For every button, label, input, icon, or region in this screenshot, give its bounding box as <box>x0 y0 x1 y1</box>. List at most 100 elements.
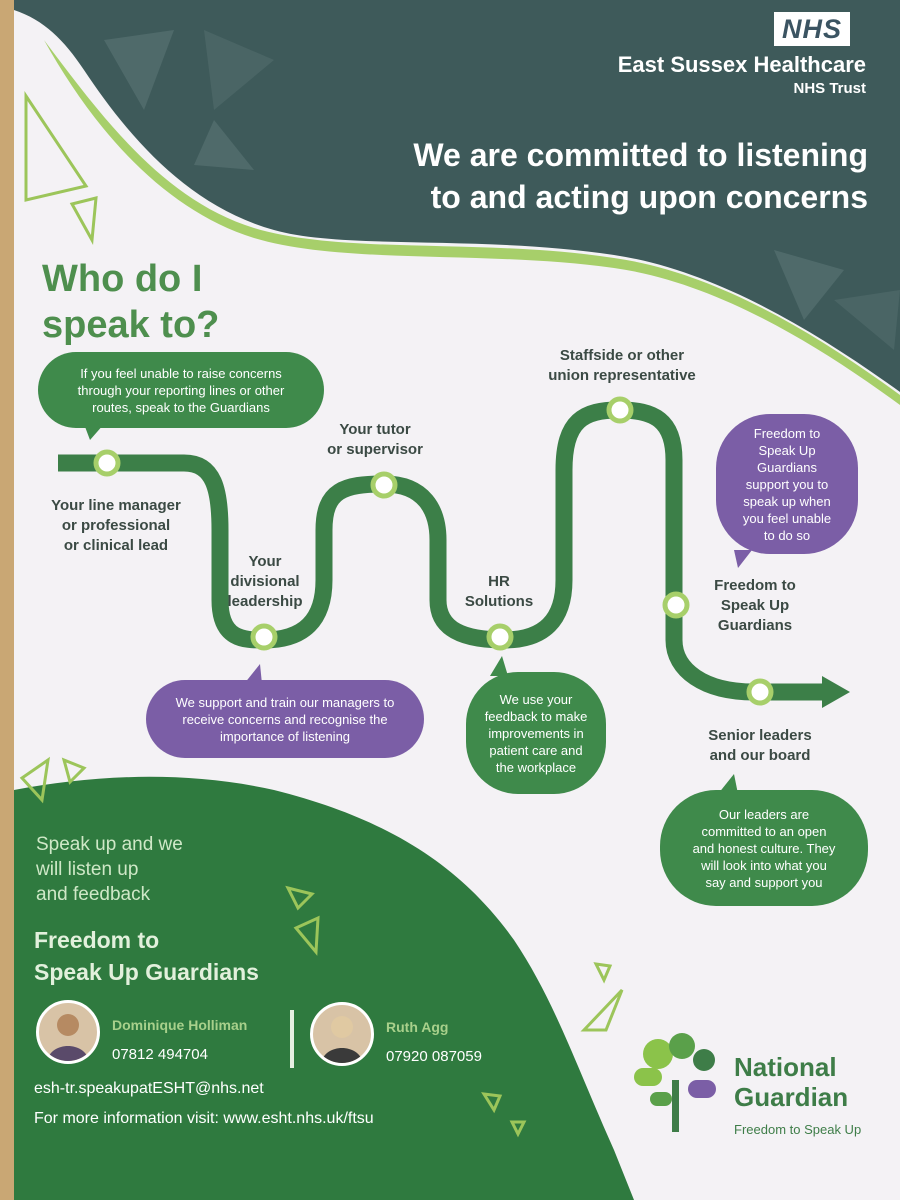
bubble-text: speak up when <box>743 493 831 509</box>
tagline-line: and feedback <box>36 884 151 905</box>
tagline-line: will listen up <box>36 859 139 880</box>
guardian-name-2: Ruth Agg <box>386 1019 449 1035</box>
bubble-feedback: We use your feedback to make improvement… <box>466 672 606 794</box>
national-guardian-tree-icon <box>634 1033 716 1132</box>
bubble-text: the workplace <box>495 759 577 775</box>
bubble-text: through your reporting lines or other <box>77 382 285 398</box>
bubble-text: Speak Up <box>758 442 816 458</box>
background-shapes <box>14 0 900 1200</box>
bubble-text: Our leaders are <box>718 806 810 822</box>
stop-marker-1 <box>93 449 121 477</box>
stop-marker-2 <box>250 623 278 651</box>
step-label-text: Freedom to <box>714 577 796 594</box>
bubble-text: committed to an open <box>701 823 827 839</box>
step-label-guardians: Freedom to Speak Up Guardians <box>700 576 810 636</box>
step-label-text: Guardians <box>717 617 793 634</box>
bubble-text: We support and train our managers to <box>175 694 395 710</box>
bubble-guardians-support: Freedom to Speak Up Guardians support yo… <box>716 414 858 554</box>
step-label-text: Your <box>248 553 282 570</box>
step-label-text: divisional <box>230 573 300 590</box>
bubble-text: feedback to make <box>484 708 588 724</box>
person-icon <box>321 1016 363 1063</box>
bubble-text: receive concerns and recognise the <box>182 711 388 727</box>
step-label-divisional-leadership: Your divisional leadership <box>220 552 310 612</box>
step-label-text: Solutions <box>464 593 534 610</box>
national-guardian-title: National Guardian <box>734 1052 848 1112</box>
page-title: Who do I speak to? <box>42 256 282 348</box>
bubble-tail <box>244 664 262 684</box>
bubble-text: to do so <box>763 527 811 543</box>
bubble-text: Guardians <box>757 459 817 475</box>
trust-subtitle: NHS Trust <box>793 80 866 97</box>
title-line-2: speak to? <box>42 304 220 346</box>
ng-title-line: Guardian <box>734 1082 849 1112</box>
nhs-logo: NHS <box>774 12 850 46</box>
step-label-text: or supervisor <box>327 441 423 458</box>
bubble-text: importance of listening <box>219 728 351 744</box>
stop-marker-7 <box>746 678 774 706</box>
stop-marker-5 <box>606 396 634 424</box>
bubble-text: Freedom to <box>753 425 821 441</box>
bubble-text: will look into what you <box>701 857 827 873</box>
step-label-line-manager: Your line manager or professional or cli… <box>36 496 196 556</box>
headline-line-2: to and acting upon concerns <box>430 179 868 215</box>
poster: NHS East Sussex Healthcare NHS Trust We … <box>14 0 900 1200</box>
step-label-staffside: Staffside or other union representative <box>532 346 712 386</box>
bubble-managers-training: We support and train our managers to rec… <box>146 680 424 758</box>
tagline-line: Speak up and we <box>36 834 183 855</box>
step-label-text: Staffside or other <box>559 347 685 364</box>
title-line-1: Who do I <box>42 258 203 300</box>
avatar <box>36 1000 100 1064</box>
guardians-title-line: Freedom to <box>34 927 160 953</box>
headline-line-1: We are committed to listening <box>413 137 868 173</box>
step-label-hr: HR Solutions <box>454 572 544 612</box>
footer-tagline: Speak up and we will listen up and feedb… <box>36 832 183 907</box>
guardian-name-1: Dominique Holliman <box>112 1017 248 1033</box>
national-guardian-subtitle: Freedom to Speak Up <box>734 1122 862 1137</box>
avatar <box>310 1002 374 1066</box>
bubble-text: and honest culture. They <box>692 840 836 856</box>
path-stop-markers <box>93 396 774 706</box>
stop-marker-4 <box>486 623 514 651</box>
bubble-tail <box>84 424 104 440</box>
guardian-phone-2: 07920 087059 <box>386 1048 482 1065</box>
bubble-text: patient care and <box>489 742 583 758</box>
bubble-tail <box>490 656 508 676</box>
contact-email[interactable]: esh-tr.speakupatESHT@nhs.net <box>34 1080 264 1097</box>
stop-marker-3 <box>370 471 398 499</box>
bubble-text: support you to <box>745 476 829 492</box>
guardians-title: Freedom to Speak Up Guardians <box>34 924 259 988</box>
bubble-text: improvements in <box>488 725 584 741</box>
bubble-text: If you feel unable to raise concerns <box>80 365 282 381</box>
bubble-text: We use your <box>499 691 573 707</box>
bubble-tail <box>734 550 752 568</box>
step-label-text: Senior leaders <box>708 727 812 744</box>
step-label-text: and our board <box>709 747 811 764</box>
journey-path <box>58 396 850 708</box>
guardians-title-line: Speak Up Guardians <box>34 959 259 985</box>
step-label-text: leadership <box>227 593 303 610</box>
divider <box>290 1010 294 1068</box>
bubble-text: you feel unable <box>742 510 832 526</box>
step-label-text: Your line manager <box>51 497 181 514</box>
step-label-text: HR <box>488 573 510 590</box>
ng-title-line: National <box>734 1052 837 1082</box>
person-icon <box>47 1014 89 1061</box>
trust-name: East Sussex Healthcare <box>617 52 866 77</box>
step-label-text: union representative <box>548 367 696 384</box>
step-label-text: or clinical lead <box>63 537 169 554</box>
bubble-text: say and support you <box>705 874 823 890</box>
more-info-link[interactable]: For more information visit: www.esht.nhs… <box>34 1110 374 1127</box>
step-label-senior-leaders: Senior leaders and our board <box>690 726 830 766</box>
bubble-raise-concerns: If you feel unable to raise concerns thr… <box>38 352 324 428</box>
stop-marker-6 <box>662 591 690 619</box>
bubble-text: routes, speak to the Guardians <box>92 399 270 415</box>
bubble-leaders-culture: Our leaders are committed to an open and… <box>660 790 868 906</box>
step-label-text: Your tutor <box>339 421 411 438</box>
headline: We are committed to listening to and act… <box>308 134 868 218</box>
guardian-phone-1: 07812 494704 <box>112 1046 208 1063</box>
bubble-tail <box>718 774 738 794</box>
step-label-tutor: Your tutor or supervisor <box>320 420 430 460</box>
step-label-text: or professional <box>61 517 171 534</box>
step-label-text: Speak Up <box>720 597 790 614</box>
